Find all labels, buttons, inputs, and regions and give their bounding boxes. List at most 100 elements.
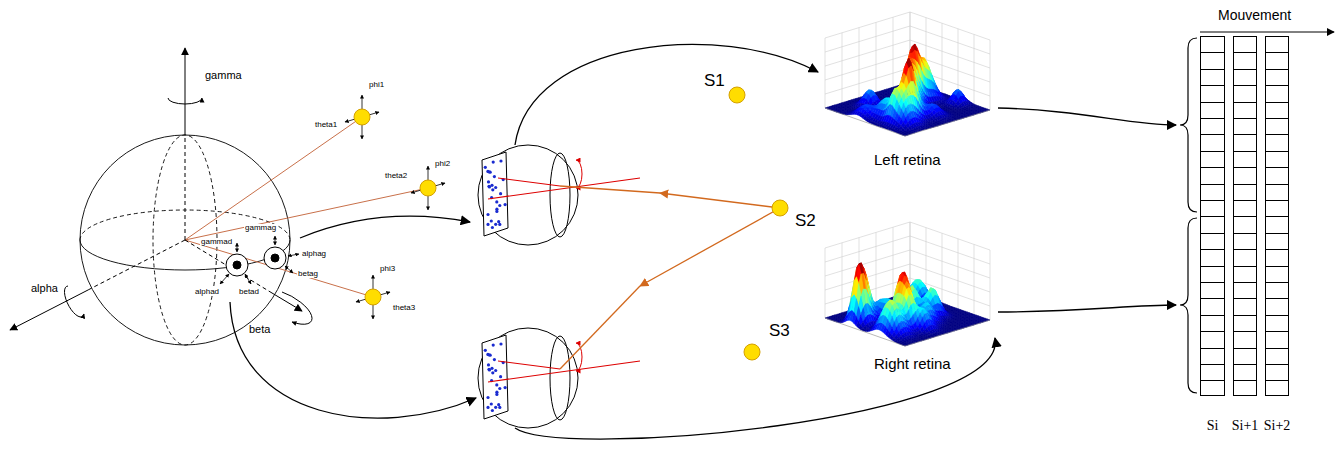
sight-line [185,117,428,297]
photoreceptor-dot [494,223,497,226]
surface-plot [974,34,975,104]
rotation-axis [64,286,84,317]
light-ray [640,208,780,286]
surface-plot [990,40,991,110]
head-sphere [80,240,290,270]
head-sphere [80,135,290,345]
surface-plot [942,233,943,303]
eyeball-model [478,145,578,245]
eye-rotation-arrow [220,274,229,284]
photoreceptor-dot [499,192,502,195]
flow-arrow [998,108,1176,125]
surface-plot [942,23,943,93]
photoreceptor-dot [491,188,494,191]
surface-plot [876,22,877,92]
photoreceptor-dot [494,186,497,189]
eye [226,247,286,276]
surface-plot [842,33,843,103]
eye [264,247,286,269]
eyeball-model [488,178,640,199]
surface-plot [859,28,860,98]
eye [271,254,279,262]
surface-plot [825,12,990,136]
surface-plot [876,232,877,302]
sight-line [185,240,373,297]
eyeball-model [482,152,508,236]
flow-arrow [998,305,1176,312]
photoreceptor-dot [487,185,490,188]
flow-arrow [230,44,1176,439]
photoreceptor-dot [492,161,495,164]
light-source [729,87,788,360]
light-source [365,289,381,305]
rotation-axis [185,135,186,240]
photoreceptor-dot [497,220,500,223]
eye-rotation-arrow [275,236,276,245]
photoreceptor-dot [486,223,489,226]
light-ray [560,186,660,193]
rotation-axis [10,290,88,330]
flow-arrow [515,44,818,145]
photoreceptor-dot [499,159,502,162]
rotation-axis [185,240,272,293]
surface-plot [990,250,991,320]
surface-plot [825,222,990,250]
light-ray [560,186,780,369]
surface-plot [825,12,990,40]
light-source [729,87,745,103]
photoreceptor-dot [487,180,490,183]
photoreceptor-dot [487,170,490,173]
rotation-axis [282,292,312,324]
photoreceptor-dot [490,184,493,187]
eye-rotation-arrow [237,243,238,252]
photoreceptor-dot [495,210,498,213]
surface-plot [893,227,894,297]
rotation-axis [185,48,186,135]
sight-line [185,188,428,240]
photoreceptor-dot [491,226,494,229]
photoreceptor-dot [495,200,498,203]
photoreceptor-dot [498,204,501,207]
rotation-axis [272,293,302,311]
rotation-axis [168,98,202,104]
eyeball-model [576,160,582,188]
surface-plot [910,222,911,292]
flow-arrow [230,302,476,418]
light-source [744,344,760,360]
photoreceptor-dot [490,219,493,222]
surface-plot [825,248,826,318]
flow-arrow [300,216,470,238]
eyeball-model [550,153,570,237]
rotation-axis [88,240,185,290]
photoreceptor-dot [486,213,489,216]
surface-plot [842,243,843,313]
light-ray [560,286,640,369]
photoreceptor-dot [504,203,507,206]
light-source [354,109,436,305]
surface-plot [825,38,826,108]
surface-plot [958,29,959,99]
flow-arrow [515,338,995,439]
surface-plot [825,108,990,136]
photoreceptor-dot [493,175,496,178]
surface-plot [825,222,990,346]
surface-plot [958,239,959,309]
eye-rotation-arrow [288,254,299,256]
rotation-axis [10,48,312,330]
eyeball-model [478,145,640,245]
source-arrow [345,95,445,319]
eyeball-model [478,328,640,428]
light-ray [660,193,780,208]
photoreceptor-dot [484,159,507,229]
light-source [420,180,436,196]
eye [226,254,248,276]
eye-rotation-arrow [245,274,251,284]
head-sphere [80,135,290,345]
eyeball-model [498,178,560,186]
surface-plot [974,244,975,314]
photoreceptor-dot [486,170,489,173]
surface-plot [910,222,911,292]
light-source [772,200,788,216]
